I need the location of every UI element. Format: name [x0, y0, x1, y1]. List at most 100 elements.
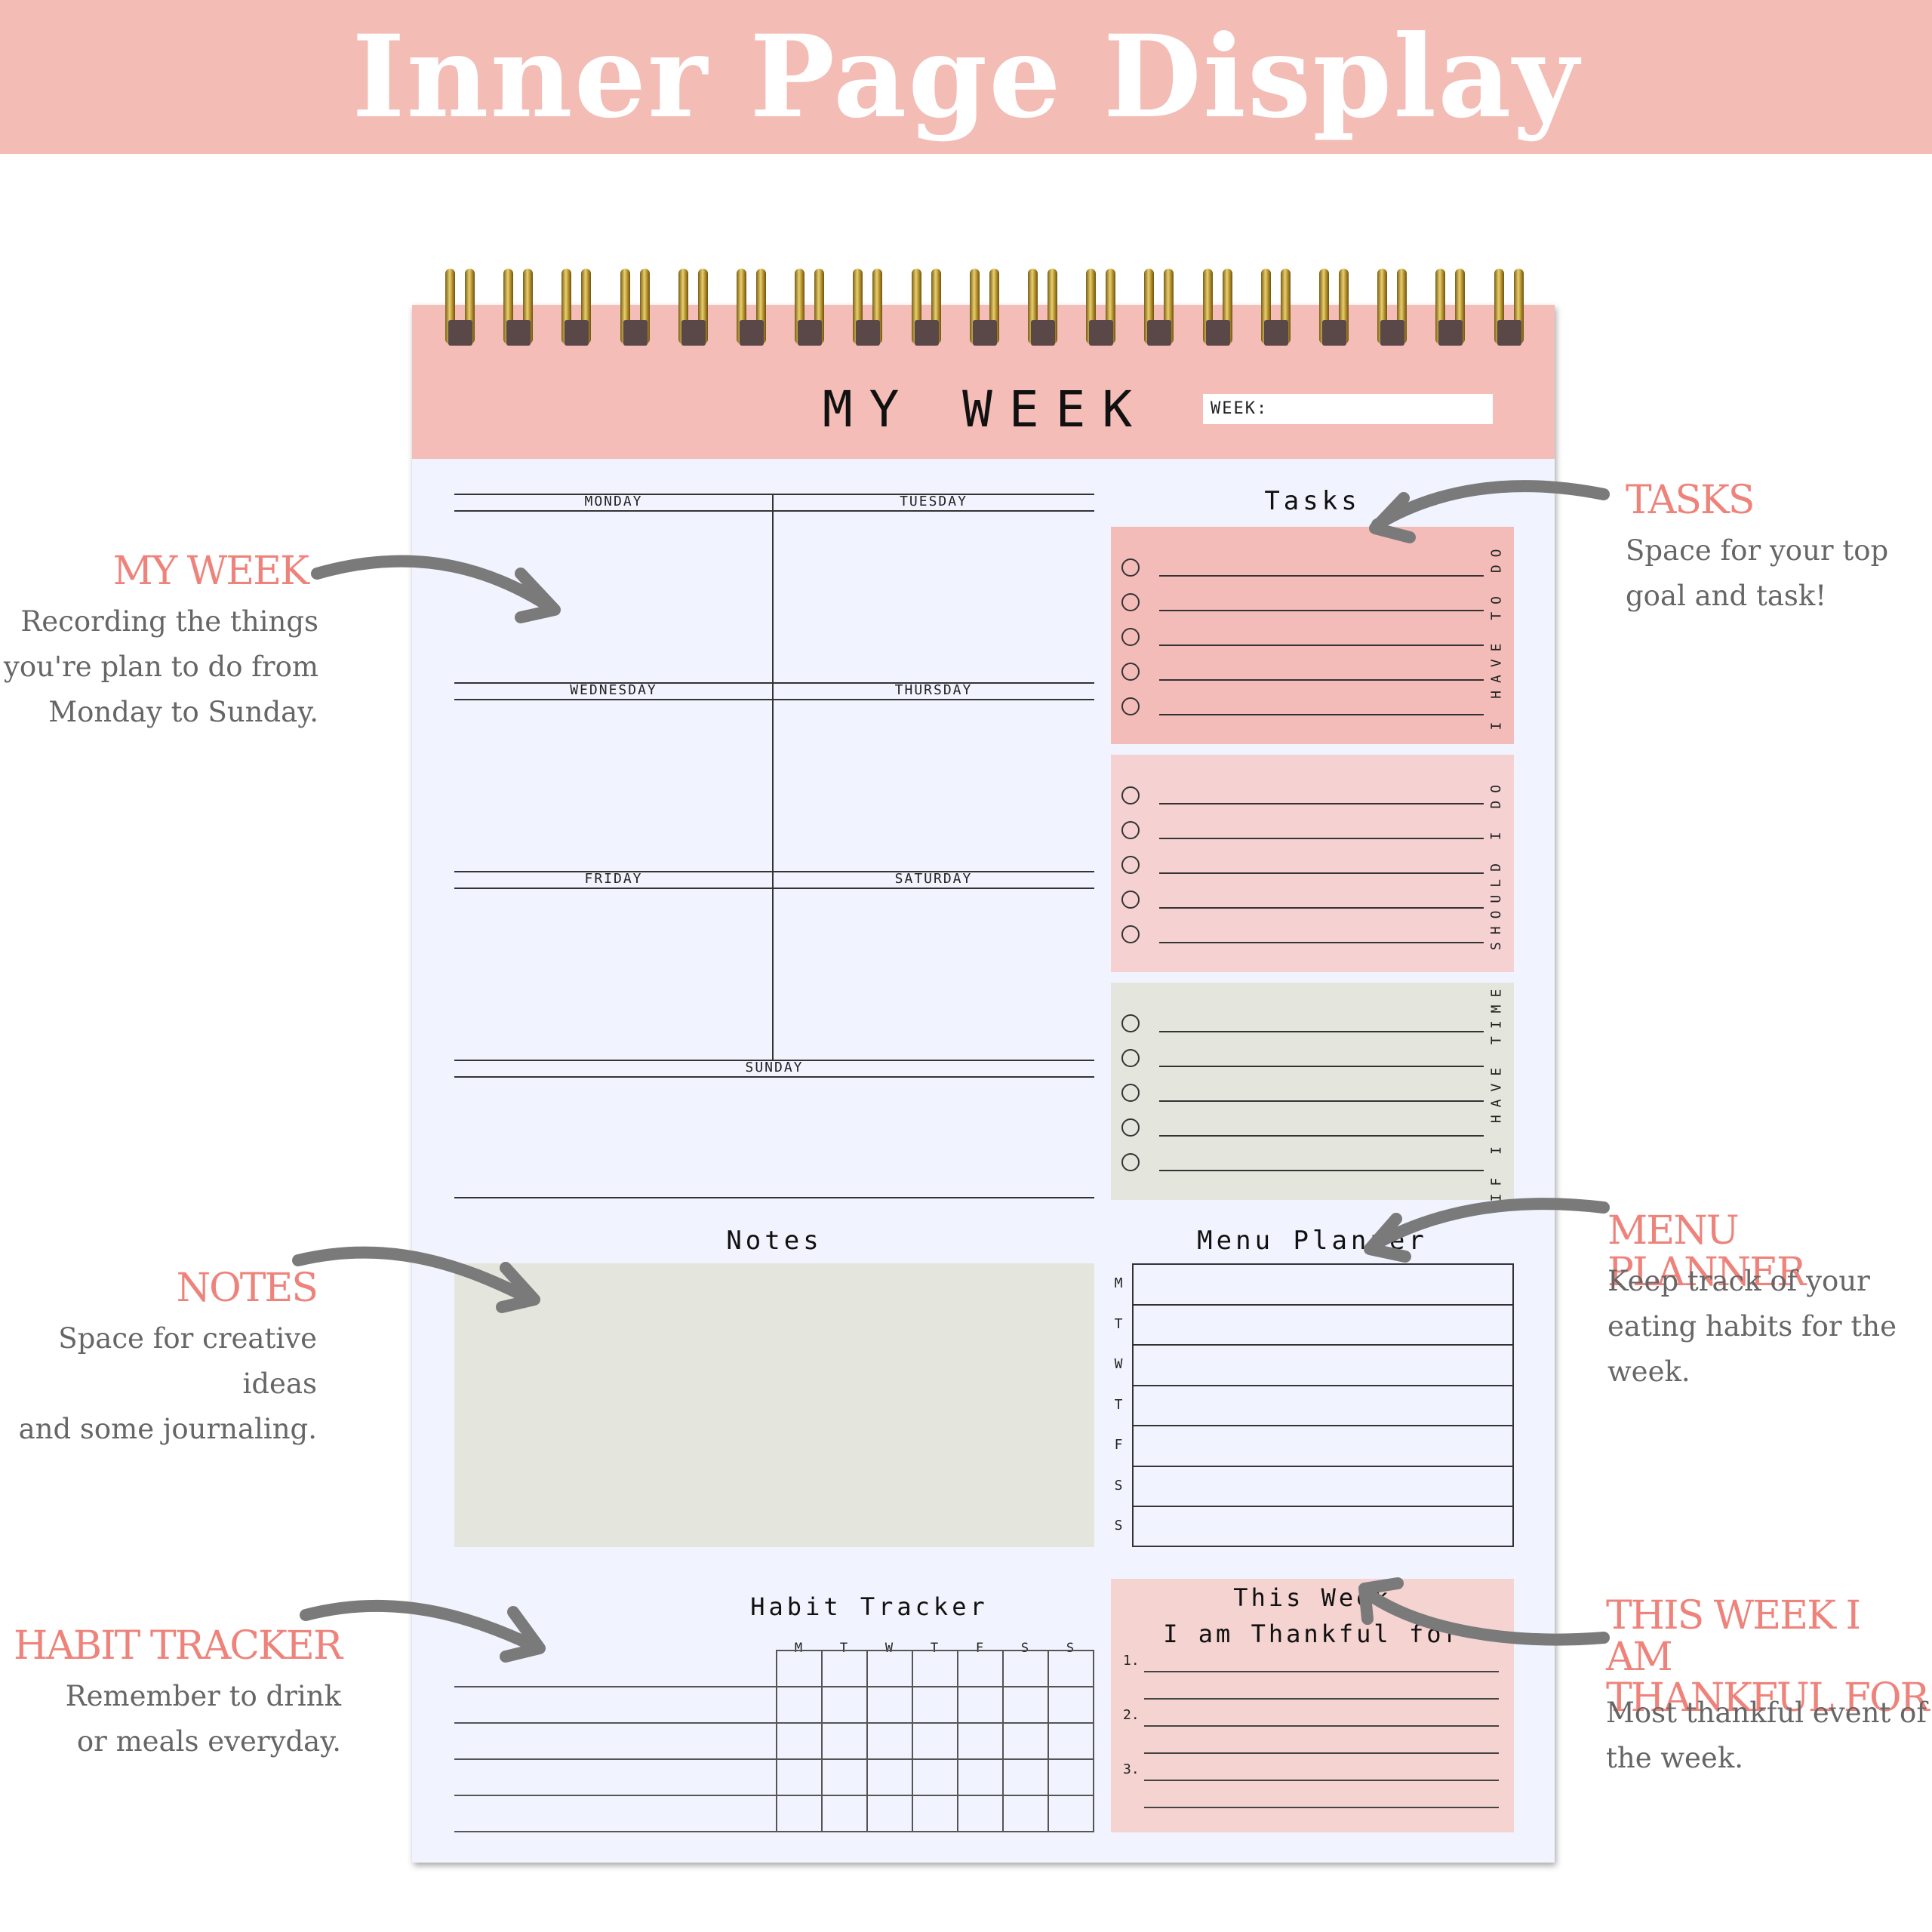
habit-day-label: F: [975, 1641, 984, 1656]
task-row: [1121, 785, 1484, 808]
task-group-label: Should I do: [1484, 755, 1509, 972]
annotation-line: Remember to drink: [65, 1680, 341, 1712]
task-checkbox[interactable]: [1121, 663, 1140, 681]
menu-row-line: [1134, 1425, 1512, 1426]
day-label-saturday: Saturday: [894, 871, 973, 887]
spiral-coil: [1022, 269, 1064, 352]
spiral-coil: [1080, 269, 1122, 352]
habit-col-line: [912, 1650, 913, 1831]
spiral-coil: [1138, 269, 1180, 352]
task-row: [1121, 1048, 1484, 1070]
task-checkbox[interactable]: [1121, 593, 1140, 611]
task-checkbox[interactable]: [1121, 925, 1140, 943]
task-checkbox[interactable]: [1121, 821, 1140, 839]
task-checkbox[interactable]: [1121, 1084, 1140, 1102]
menu-day-label: W: [1114, 1356, 1123, 1372]
thankful-section: This Week I am Thankful for 1.2.3.: [1111, 1579, 1514, 1832]
thankful-line: [1144, 1671, 1499, 1672]
task-row: [1121, 820, 1484, 842]
menu-day-label: T: [1114, 1315, 1123, 1332]
habit-day-label: W: [884, 1641, 894, 1656]
spiral-coil: [1255, 269, 1297, 352]
task-line: [1159, 1100, 1484, 1102]
task-line: [1159, 907, 1484, 909]
task-checkbox[interactable]: [1121, 628, 1140, 646]
task-checkbox[interactable]: [1121, 558, 1140, 577]
task-checkbox[interactable]: [1121, 786, 1140, 804]
habit-row-line: [776, 1650, 1093, 1651]
task-group-label-text: I have to do: [1488, 540, 1505, 731]
habit-day-label: M: [794, 1641, 803, 1656]
task-checkbox[interactable]: [1121, 1014, 1140, 1032]
task-row: [1121, 924, 1484, 946]
habit-col-line: [1093, 1650, 1094, 1831]
thankful-number: 1.: [1123, 1653, 1140, 1669]
annotation-habit-text: Remember to drink or meals everyday.: [66, 1674, 341, 1764]
banner: Inner Page Display: [0, 0, 1932, 154]
annotation-menu-text: Keep track of your eating habits for the…: [1607, 1259, 1897, 1395]
habit-col-line: [776, 1650, 777, 1831]
thankful-line: [1144, 1807, 1499, 1808]
habit-col-line: [1002, 1650, 1004, 1831]
habit-day-label: T: [839, 1641, 848, 1656]
task-checkbox[interactable]: [1121, 1118, 1140, 1137]
task-line: [1159, 645, 1484, 646]
habit-row-line: [454, 1722, 1094, 1724]
task-line: [1159, 714, 1484, 715]
task-row: [1121, 696, 1484, 718]
spiral-coil: [497, 269, 540, 352]
annotation-title-line: THIS WEEK I AM: [1606, 1593, 1861, 1680]
task-line: [1159, 1135, 1484, 1137]
task-checkbox[interactable]: [1121, 891, 1140, 909]
menu-row-line: [1134, 1465, 1512, 1467]
menu-planner-table: [1132, 1263, 1514, 1547]
grid-line: [454, 699, 1094, 700]
habit-row-line: [454, 1831, 1094, 1832]
spiral-coil: [789, 269, 831, 352]
task-checkbox[interactable]: [1121, 1049, 1140, 1067]
task-line: [1159, 803, 1484, 804]
task-row: [1121, 626, 1484, 649]
annotation-line: Recording the things: [20, 605, 318, 638]
grid-line: [454, 1197, 1094, 1198]
spiral-coil: [1371, 269, 1414, 352]
menu-day-label: M: [1114, 1275, 1123, 1291]
habit-col-line: [957, 1650, 958, 1831]
notes-title: Notes: [726, 1226, 823, 1256]
annotation-my-week-title: MY WEEK: [112, 549, 309, 594]
habit-col-line: [866, 1650, 868, 1831]
menu-row-line: [1134, 1384, 1512, 1386]
spiral-coil: [1313, 269, 1355, 352]
task-line: [1159, 872, 1484, 874]
task-row: [1121, 592, 1484, 614]
day-label-monday: Monday: [584, 494, 643, 509]
task-checkbox[interactable]: [1121, 697, 1140, 715]
habit-day-label: S: [1020, 1641, 1029, 1656]
task-row: [1121, 854, 1484, 877]
task-row: [1121, 1082, 1484, 1105]
annotation-line: and some journaling.: [18, 1413, 317, 1445]
planner-page: MY WEEK WEEK: Monday Tuesday Wednesday T…: [412, 269, 1555, 1863]
spiral-coil: [847, 269, 889, 352]
grid-line: [454, 682, 1094, 684]
menu-planner-title: Menu Planner: [1197, 1226, 1428, 1256]
task-row: [1121, 1152, 1484, 1174]
task-group-label-text: If I have time: [1488, 981, 1505, 1201]
annotation-menu-title: MENU PLANNER: [1607, 1208, 1806, 1295]
task-row: [1121, 889, 1484, 912]
grid-line: [454, 888, 1094, 889]
task-line: [1159, 679, 1484, 681]
task-checkbox[interactable]: [1121, 856, 1140, 874]
task-group: Should I do: [1111, 755, 1514, 972]
day-label-sunday: Sunday: [745, 1060, 804, 1075]
annotation-thankful-title: THIS WEEK I AM THANKFUL FOR: [1606, 1595, 1932, 1719]
task-checkbox[interactable]: [1121, 1153, 1140, 1171]
habit-day-label: S: [1066, 1641, 1075, 1656]
annotation-line: the week.: [1606, 1742, 1744, 1774]
grid-line: [454, 871, 1094, 872]
grid-line: [454, 1060, 1094, 1061]
annotation-line: week.: [1607, 1355, 1690, 1388]
thankful-number: 3.: [1123, 1761, 1140, 1777]
task-row: [1121, 1013, 1484, 1035]
annotation-line: Monday to Sunday.: [48, 696, 318, 728]
